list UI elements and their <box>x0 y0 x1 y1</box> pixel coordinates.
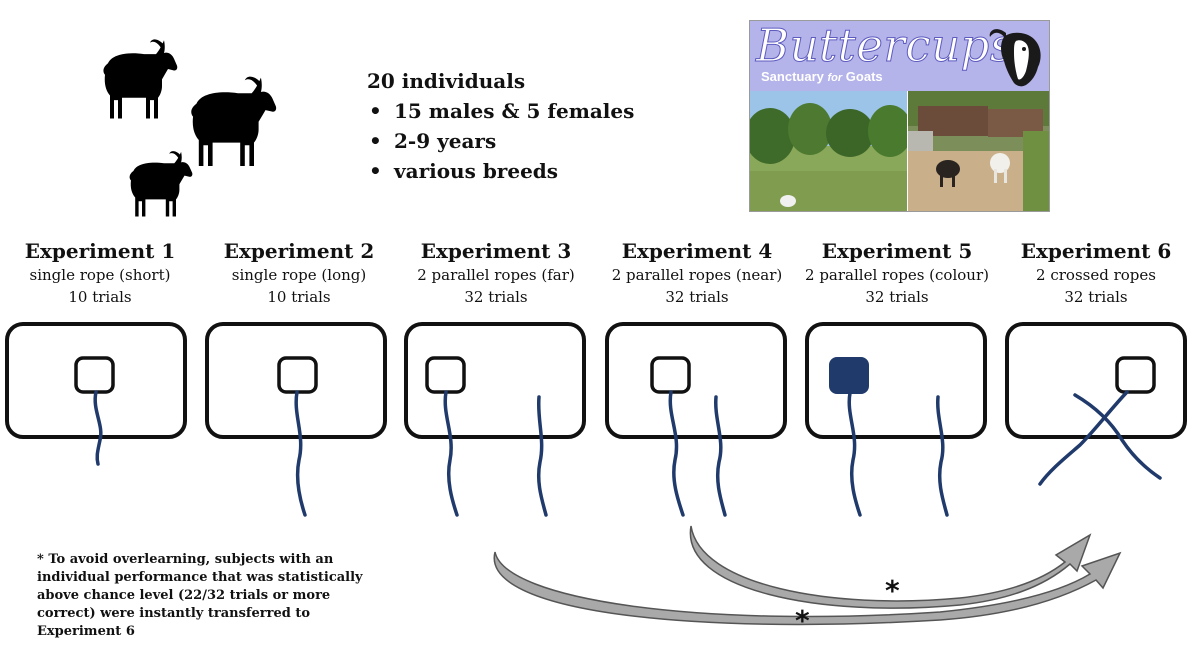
rope-exp3-free <box>539 397 546 515</box>
rope-exp4-attached <box>670 392 683 515</box>
apparatus-box-4 <box>607 324 785 437</box>
food-tray-1 <box>76 358 113 392</box>
arrow-marker-exp4: * <box>885 574 900 607</box>
rope-exp1 <box>95 392 101 464</box>
arrow-marker-exp3: * <box>795 604 810 637</box>
rope-exp4-free <box>716 397 725 515</box>
food-tray-2 <box>279 358 316 392</box>
food-tray-4 <box>652 358 689 392</box>
food-tray-3 <box>427 358 464 392</box>
food-tray-6 <box>1117 358 1154 392</box>
rope-exp5-free <box>938 397 947 515</box>
apparatus-box-6 <box>1007 324 1185 437</box>
rope-exp2 <box>296 392 305 515</box>
food-tray-coloured-5 <box>830 358 868 393</box>
rope-exp5-attached <box>849 393 860 515</box>
rope-exp3-attached <box>445 392 457 515</box>
footnote: * To avoid overlearning, subjects with a… <box>37 551 377 641</box>
